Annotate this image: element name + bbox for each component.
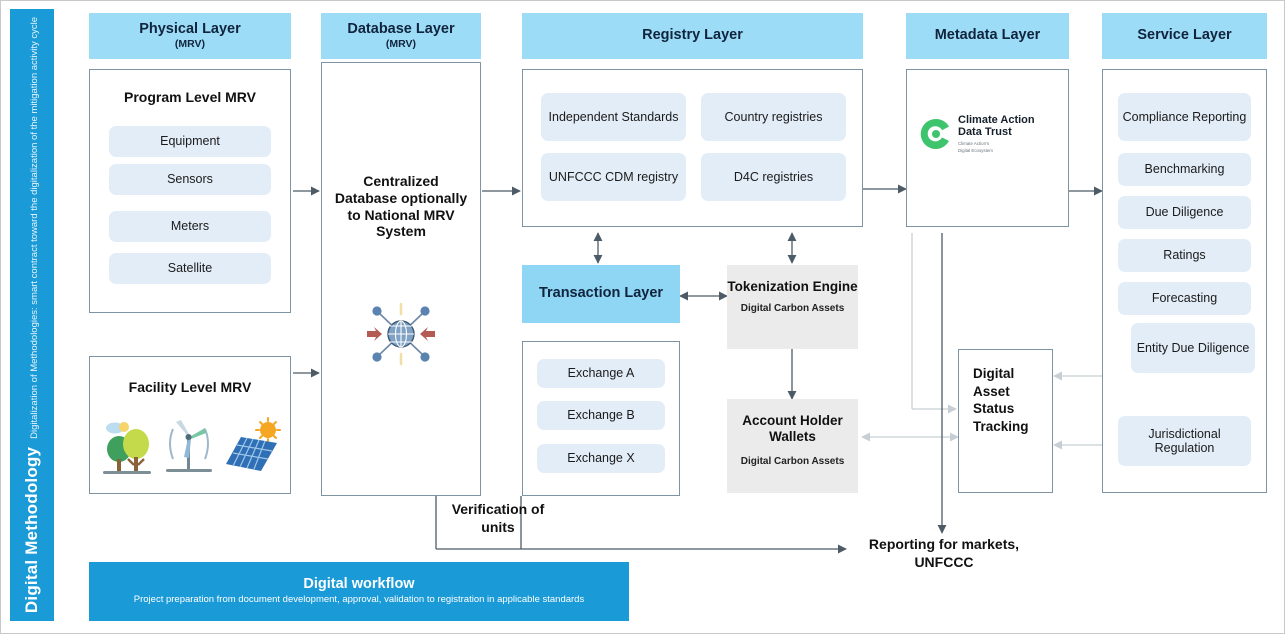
database-layer-subtitle: (MRV): [385, 38, 417, 51]
transaction-exchange-a[interactable]: Exchange A: [537, 359, 665, 388]
physical-layer-subtitle: (MRV): [174, 38, 206, 51]
verification-of-units-label: Verification of units: [451, 501, 545, 535]
reporting-label: Reporting for markets, UNFCCC: [868, 536, 1020, 570]
transaction-exchange-b[interactable]: Exchange B: [537, 401, 665, 430]
database-layer-header: Database Layer (MRV): [321, 13, 481, 59]
facility-level-mrv-title: Facility Level MRV: [128, 379, 252, 395]
forest-trees-icon: [103, 422, 151, 474]
physical-layer-header: Physical Layer (MRV): [89, 13, 291, 59]
database-body-text: Centralized Database optionally to Natio…: [334, 173, 468, 240]
registry-item-unfccc-cdm-registry[interactable]: UNFCCC CDM registry: [541, 153, 686, 201]
metadata-layer-header: Metadata Layer: [906, 13, 1069, 59]
registry-item-independent-standards[interactable]: Independent Standards: [541, 93, 686, 141]
program-level-mrv-title: Program Level MRV: [123, 89, 256, 105]
account-holder-wallets-subtitle: Digital Carbon Assets: [740, 455, 845, 467]
tokenization-engine-subtitle: Digital Carbon Assets: [740, 303, 845, 315]
account-holder-wallets-box: Account Holder Wallets Digital Carbon As…: [727, 399, 858, 493]
facility-icon-row: [99, 413, 281, 479]
service-item-forecasting[interactable]: Forecasting: [1118, 282, 1251, 315]
physical-item-meters[interactable]: Meters: [109, 211, 271, 242]
digital-workflow-banner: Digital workflow Project preparation fro…: [89, 562, 629, 621]
digital-asset-status-tracking-title: Digital Asset Status Tracking: [973, 366, 1029, 434]
left-banner: Digital Methodology Digitalization of Me…: [10, 9, 54, 621]
physical-item-equipment[interactable]: Equipment: [109, 126, 271, 157]
cadt-mark-icon: [920, 118, 949, 149]
digital-workflow-title: Digital workflow: [303, 576, 415, 593]
service-item-jurisdictional-regulation[interactable]: Jurisdictional Regulation: [1118, 416, 1251, 466]
tokenization-engine-title: Tokenization Engine: [727, 279, 858, 294]
physical-item-sensors[interactable]: Sensors: [109, 164, 271, 195]
account-holder-wallets-title: Account Holder Wallets: [742, 413, 843, 445]
banner-subtitle: Digitalization of Methodologies: smart c…: [29, 16, 41, 439]
service-layer-header: Service Layer: [1102, 13, 1267, 59]
tokenization-engine-box: Tokenization Engine Digital Carbon Asset…: [727, 265, 858, 349]
database-layer-panel: [321, 62, 481, 496]
physical-item-satellite[interactable]: Satellite: [109, 253, 271, 284]
service-item-ratings[interactable]: Ratings: [1118, 239, 1251, 272]
cadt-logo-tagline2: Digital Ecosystem: [958, 148, 993, 154]
physical-layer-title: Physical Layer: [139, 20, 241, 37]
cadt-logo-line1: Climate Action: [958, 114, 1035, 126]
wind-turbine-icon: [166, 420, 212, 472]
service-item-entity-due-diligence[interactable]: Entity Due Diligence: [1131, 323, 1255, 373]
transaction-layer-header: Transaction Layer: [522, 265, 680, 323]
service-item-compliance-reporting[interactable]: Compliance Reporting: [1118, 93, 1251, 141]
cadt-logo-line2: Data Trust: [958, 126, 1012, 139]
digital-asset-status-tracking-box: [958, 349, 1053, 493]
registry-item-country-registries[interactable]: Country registries: [701, 93, 846, 141]
service-item-benchmarking[interactable]: Benchmarking: [1118, 153, 1251, 186]
transaction-exchange-x[interactable]: Exchange X: [537, 444, 665, 473]
climate-action-data-trust-logo: Climate Action Data Trust Climate Action…: [919, 114, 1035, 154]
database-layer-title: Database Layer: [347, 20, 455, 37]
banner-title: Digital Methodology: [22, 446, 42, 614]
solar-panel-icon: [226, 417, 281, 471]
digital-workflow-subtitle: Project preparation from document develo…: [133, 594, 585, 606]
registry-layer-title: Registry Layer: [642, 27, 743, 44]
registry-layer-header: Registry Layer: [522, 13, 863, 59]
cadt-logo-tagline1: Climate Action's: [958, 140, 990, 146]
service-item-due-diligence[interactable]: Due Diligence: [1118, 196, 1251, 229]
service-layer-title: Service Layer: [1137, 27, 1232, 44]
metadata-layer-title: Metadata Layer: [934, 27, 1041, 44]
network-globe-icon: [367, 302, 435, 366]
registry-item-d4c-registries[interactable]: D4C registries: [701, 153, 846, 201]
